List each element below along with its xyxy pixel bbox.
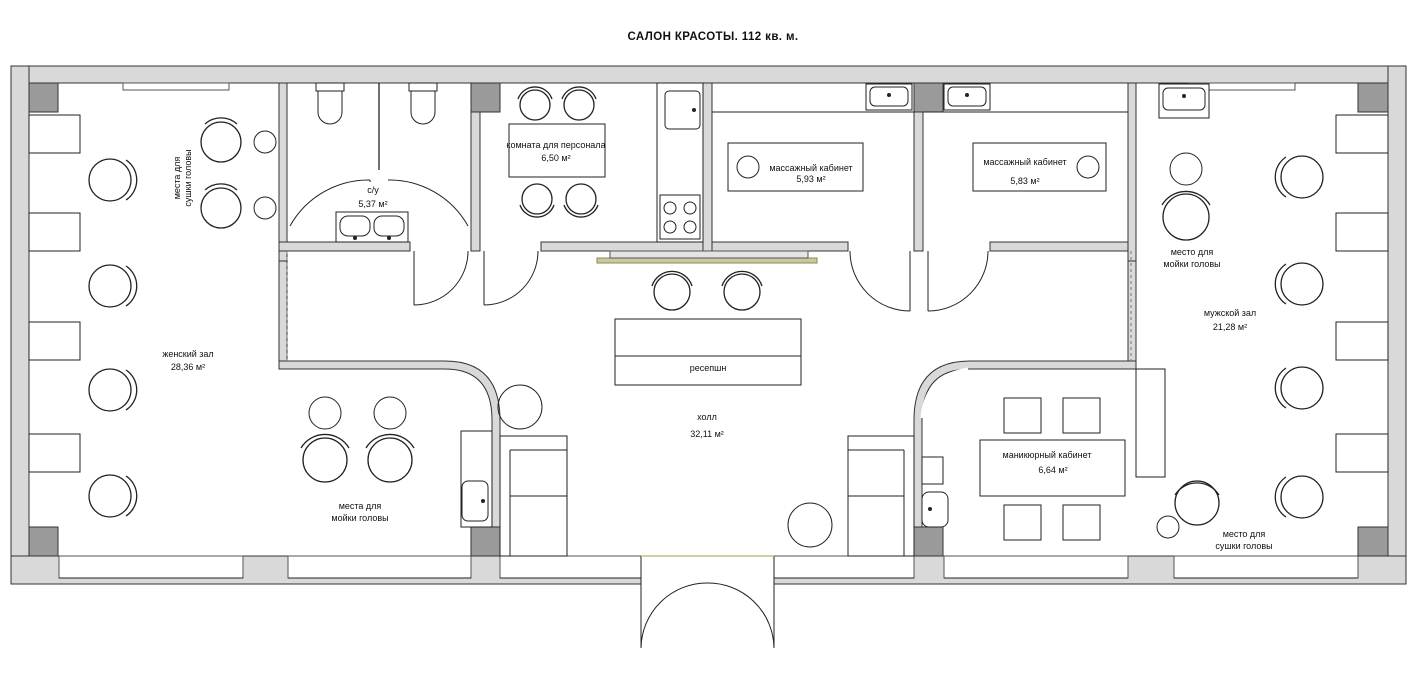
womens-dry-line1: места для [172,157,182,200]
mens-dry-line1: место для [1223,529,1266,539]
massage-1-name: массажный кабинет [769,163,852,173]
manicure-furniture [921,397,1126,541]
glass-segment [920,367,969,419]
womens-wash-line1: места для [339,501,382,511]
staff-room-furniture [508,82,704,243]
womens-hall-area: 28,36 м² [171,362,205,372]
interior-walls [278,82,1137,528]
mens-hall-name: мужской зал [1204,308,1256,318]
wc-name: с/у [367,185,379,195]
staff-room-area: 6,50 м² [541,153,570,163]
massage-2-name: массажный кабинет [983,157,1066,167]
columns [28,82,1389,557]
manicure-name: маникюрный кабинет [1003,450,1092,460]
mens-hall-stations [1135,83,1389,539]
hall-area: 32,11 м² [690,429,724,439]
reception-furniture [497,270,915,557]
womens-wash-line2: мойки головы [331,513,388,523]
mens-wash-line1: место для [1171,247,1214,257]
reception-name: ресепшн [690,363,727,373]
wc-area: 5,37 м² [358,199,387,209]
mens-dry-line2: сушки головы [1215,541,1272,551]
hall-name: холл [697,412,717,422]
womens-hall-name: женский зал [162,349,213,359]
top-window-left [122,82,230,91]
womens-dry-line2: сушки головы [183,149,193,206]
doors[interactable] [289,179,989,649]
mens-hall-area: 21,28 м² [1213,322,1247,332]
manicure-area: 6,64 м² [1038,465,1067,475]
bottom-windows [58,555,1359,579]
massage-2-furniture [923,83,1128,192]
plan-title: САЛОН КРАСОТЫ. 112 кв. м. [628,31,799,43]
massage-1-area: 5,93 м² [796,174,825,184]
reception-shelf [596,257,818,264]
massage-2-area: 5,83 м² [1010,176,1039,186]
massage-1-furniture [712,83,914,192]
wc-fixtures [315,82,438,243]
womens-hall-stations [28,114,493,528]
staff-room-name: комната для персонала [506,140,605,150]
mens-wash-line2: мойки головы [1163,259,1220,269]
